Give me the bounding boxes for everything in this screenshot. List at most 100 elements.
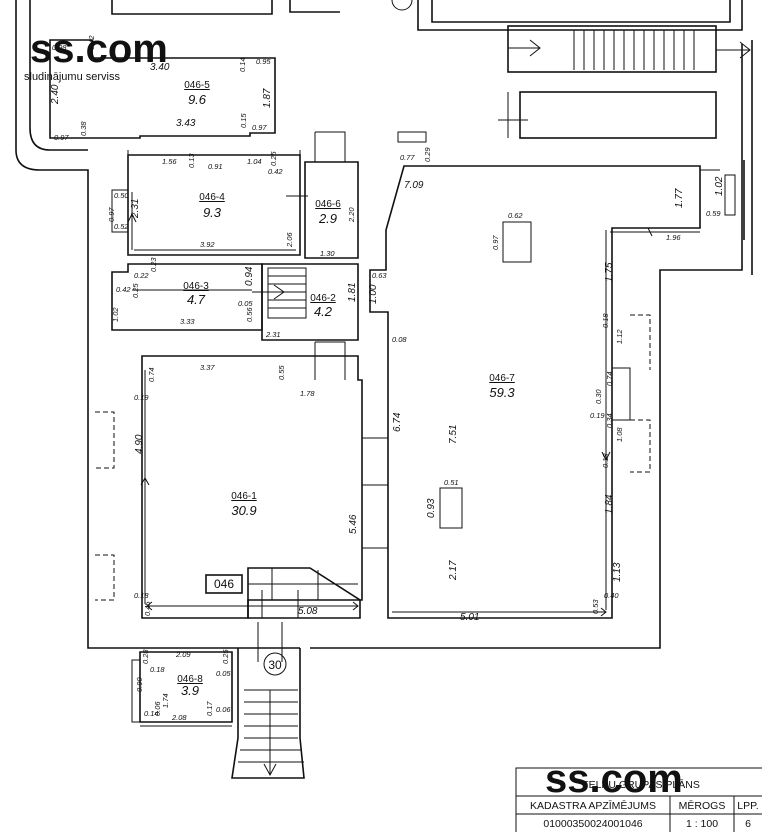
room-046-5: 046-5 9.6	[49, 39, 276, 139]
dim-label: 0.45	[143, 601, 152, 616]
room-area: 9.3	[203, 205, 222, 220]
watermark-logo: ss.com	[30, 27, 168, 71]
dim-label: 1.87	[262, 88, 273, 108]
dim-label: 0.97	[107, 207, 116, 222]
dim-label: 5.08	[298, 606, 318, 617]
dim-label: 0.08	[392, 335, 407, 344]
dim-label: 0.91	[208, 162, 223, 171]
title-block-page-value: 6	[745, 818, 751, 830]
dim-label: 2.09	[175, 650, 191, 659]
dim-label: 0.74	[605, 371, 614, 386]
dim-label: 0.53	[591, 599, 600, 614]
title-block: TELPU GRUPAS PLĀNS KADASTRA APZĪMĒJUMS M…	[515, 767, 762, 832]
dim-label: 2.31	[130, 199, 141, 219]
room-046-1: 046-1 30.9 046	[95, 341, 388, 619]
dim-label: 0.06	[153, 701, 162, 716]
dim-label: 0.38	[79, 121, 88, 136]
dim-label: 0.06	[216, 705, 231, 714]
dim-label: 0.25	[221, 649, 230, 664]
dim-label: 0.77	[400, 153, 415, 162]
dim-label: 5.01	[460, 612, 479, 623]
dim-label: 6.74	[392, 412, 403, 432]
dim-label: 0.30	[594, 389, 603, 404]
watermark-tagline: sludinājumu serviss	[24, 71, 120, 83]
title-block-cadastre-header: KADASTRA APZĪMĒJUMS	[530, 800, 656, 812]
dim-label: 1.04	[247, 157, 262, 166]
room-id: 046-5	[184, 80, 210, 91]
dim-label: 1.13	[612, 562, 623, 582]
room-046-2: 046-2 4.2	[252, 263, 359, 341]
dim-label: 0.18	[601, 453, 610, 468]
dim-label: 0.74	[147, 367, 156, 382]
room-046-6: 046-6 2.9	[286, 131, 359, 259]
dim-label: 1.02	[714, 176, 725, 196]
dim-label: 0.59	[706, 209, 721, 218]
dim-label: 2.20	[347, 207, 356, 223]
dim-label: 0.63	[372, 271, 387, 280]
dim-label: 7.09	[404, 180, 424, 191]
dim-label: 1.56	[162, 157, 177, 166]
dim-label: 0.29	[423, 147, 432, 162]
title-block-scale-value: 1 : 100	[686, 818, 718, 830]
dim-label: 1.78	[300, 389, 315, 398]
dim-label: 2.40	[50, 84, 61, 105]
dim-label: 0.97	[54, 133, 69, 142]
dim-label: 0.42	[268, 167, 283, 176]
room-id: 046-7	[489, 373, 515, 384]
dim-label: 0.05	[238, 299, 253, 308]
dim-label: 0.18	[150, 665, 165, 674]
dim-label: 1.81	[347, 283, 358, 302]
dim-label: 1.75	[604, 262, 615, 282]
dim-label: 5.46	[348, 514, 359, 534]
room-area: 9.6	[188, 92, 207, 107]
outer-walls	[15, 0, 753, 649]
dim-label: 3.92	[200, 240, 215, 249]
entrance-stairs: 30	[231, 622, 305, 779]
dim-label: 0.52	[114, 222, 129, 231]
room-046-7: 046-7 59.3	[369, 131, 736, 619]
dim-label: 0.62	[508, 211, 523, 220]
building-label: 046	[214, 577, 234, 591]
dim-label: 1.74	[161, 693, 170, 708]
dim-label: 4.90	[134, 434, 145, 454]
room-area: 30.9	[231, 503, 256, 518]
dim-label: 0.13	[187, 153, 196, 168]
dim-label: 0.40	[604, 591, 619, 600]
title-block-title: TELPU GRUPAS PLĀNS	[582, 779, 700, 791]
dim-label: 0.15	[239, 113, 248, 128]
room-area: 3.9	[181, 683, 199, 698]
room-area: 2.9	[318, 211, 337, 226]
entrance-label: 30	[268, 658, 282, 672]
dim-label: 1.77	[674, 188, 685, 208]
dim-label: 0.18	[134, 591, 149, 600]
dim-label: 1.00	[368, 284, 379, 304]
title-block-page-header: LPP.	[737, 800, 758, 812]
dim-label: 0.95	[256, 57, 271, 66]
dimension-lines	[127, 192, 700, 617]
dim-label: 0.23	[149, 257, 158, 272]
dim-label: 0.50	[114, 191, 129, 200]
dim-label: 2.08	[171, 713, 187, 722]
dim-label: 1.02	[111, 307, 120, 322]
dim-label: 0.14	[238, 57, 247, 72]
dim-label: 0.34	[605, 413, 614, 428]
dim-label: 1.96	[666, 233, 681, 242]
dim-label: 0.19	[590, 411, 605, 420]
dim-label: 0.25	[131, 283, 140, 298]
room-area: 4.7	[187, 292, 206, 307]
dim-label: 0.18	[601, 313, 610, 328]
dim-label: 0.28	[141, 649, 150, 664]
dim-label: 0.55	[277, 365, 286, 380]
dim-label: 0.97	[252, 123, 267, 132]
dim-label: 0.22	[134, 271, 149, 280]
room-area: 59.3	[489, 385, 515, 400]
dim-label: 0.14	[144, 709, 159, 718]
dim-label: 2.31	[265, 330, 281, 339]
dim-label: 1.12	[615, 329, 624, 344]
upper-stairs	[498, 25, 751, 139]
dim-label: 0.42	[116, 285, 131, 294]
dim-label: 0.05	[216, 669, 231, 678]
dim-label: 2.06	[285, 232, 294, 248]
room-id: 046-4	[199, 192, 225, 203]
